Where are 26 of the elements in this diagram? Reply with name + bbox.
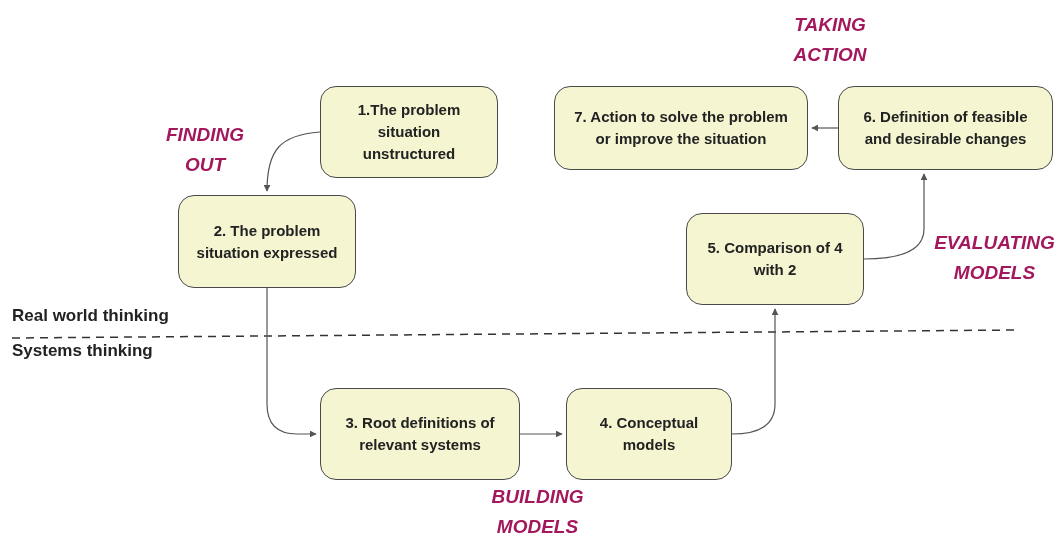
phase-label: EVALUATING MODELS xyxy=(934,231,1055,285)
step-text: 3. Root definitions of relevant systems xyxy=(344,413,496,455)
phase-label: FINDING OUT xyxy=(164,123,246,177)
step-text: 7. Action to solve the problem or improve the situation xyxy=(573,107,789,149)
arrow xyxy=(263,131,321,192)
phase-label: BUILDING MODELS xyxy=(490,485,585,533)
arrow xyxy=(519,430,563,438)
arrow xyxy=(266,287,317,438)
step-text: 6. Definition of feasible and desirable changes xyxy=(862,107,1029,149)
zone-label: Real world thinking xyxy=(12,306,169,326)
process-box xyxy=(566,388,732,480)
step-text: 4. Conceptual models xyxy=(598,413,700,455)
arrow xyxy=(811,124,839,132)
phase-label: TAKING ACTION xyxy=(792,13,868,67)
step-text: 5. Comparison of 4 with 2 xyxy=(706,238,844,280)
process-box xyxy=(686,213,864,305)
step-text: 2. The problem situation expressed xyxy=(195,220,339,263)
zone-label: Systems thinking xyxy=(12,341,153,361)
process-box xyxy=(178,195,356,288)
process-box xyxy=(554,86,808,170)
step-text: 1.The problem situation unstructured xyxy=(356,100,462,164)
arrow xyxy=(863,173,928,260)
arrow xyxy=(731,308,779,435)
process-box xyxy=(838,86,1053,170)
process-box xyxy=(320,388,520,480)
process-box xyxy=(320,86,498,178)
